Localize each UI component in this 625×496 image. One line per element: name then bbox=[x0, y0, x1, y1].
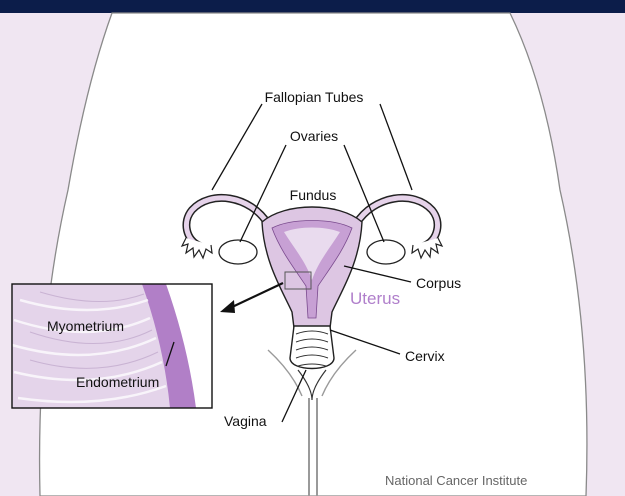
label-ovaries: Ovaries bbox=[290, 128, 338, 144]
credit-text: National Cancer Institute bbox=[385, 473, 527, 488]
label-cervix: Cervix bbox=[405, 348, 445, 364]
label-fundus: Fundus bbox=[290, 187, 337, 203]
ovary-right bbox=[367, 240, 405, 264]
label-endometrium: Endometrium bbox=[76, 374, 159, 390]
header-bar bbox=[0, 0, 625, 13]
ovary-left bbox=[219, 240, 257, 264]
label-corpus: Corpus bbox=[416, 275, 461, 291]
label-fallopian-tubes: Fallopian Tubes bbox=[265, 89, 364, 105]
label-myometrium: Myometrium bbox=[47, 318, 124, 334]
label-uterus: Uterus bbox=[350, 289, 400, 308]
label-vagina: Vagina bbox=[224, 413, 267, 429]
